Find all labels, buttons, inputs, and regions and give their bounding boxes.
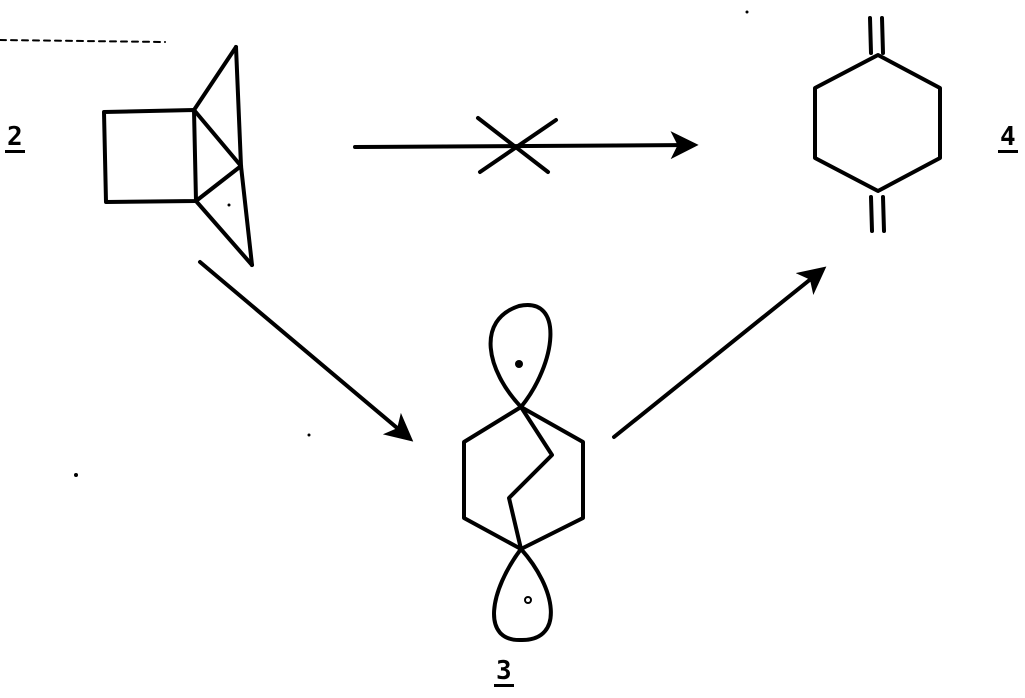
orbital-lobe-top <box>488 303 553 409</box>
structure-compound-4 <box>813 16 942 233</box>
arrow-3-to-4 <box>612 266 827 439</box>
arrow-2-to-3 <box>198 260 414 442</box>
arrow-2-to-4-blocked <box>353 116 699 174</box>
blocked-cross <box>476 116 550 174</box>
compound-label-4: 4 <box>998 122 1018 153</box>
structure-compound-3 <box>462 303 585 643</box>
scan-speck <box>74 473 78 477</box>
structure-compound-2 <box>102 45 254 267</box>
scan-speck <box>745 10 749 14</box>
scan-artifact <box>0 39 166 43</box>
scan-speck <box>227 203 231 207</box>
compound-label-3: 3 <box>494 656 514 687</box>
compound-label-2: 2 <box>5 122 25 153</box>
radical-dot-bottom <box>524 596 532 604</box>
scan-speck <box>307 433 311 437</box>
orbital-lobe-bottom <box>492 547 553 643</box>
radical-dot-top <box>515 360 523 368</box>
